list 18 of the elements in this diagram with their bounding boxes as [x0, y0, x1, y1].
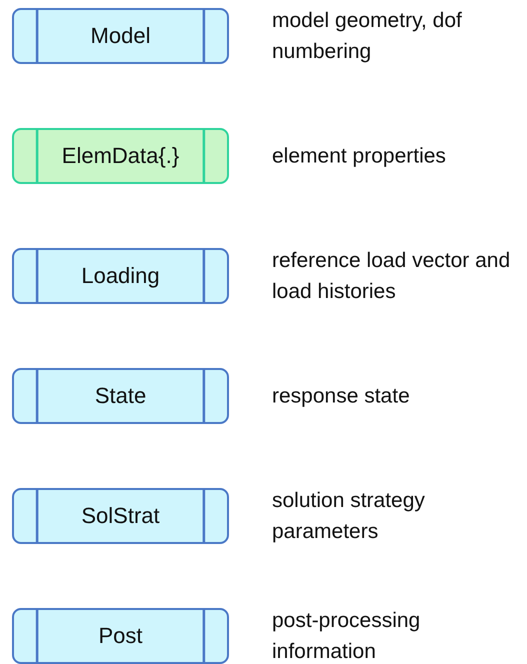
description-text: response state	[272, 384, 411, 410]
description-text: element properties	[272, 144, 447, 170]
process-box	[12, 248, 229, 304]
box-label: SolStrat	[81, 503, 160, 529]
description-text: reference load vector and load histories	[272, 248, 512, 305]
process-box	[12, 128, 229, 184]
process-box	[12, 488, 229, 544]
process-box	[12, 8, 229, 64]
process-box	[12, 368, 229, 424]
box-label: Loading	[81, 263, 160, 289]
box-label: State	[94, 383, 146, 409]
description-text: solution strategy parameters	[272, 488, 426, 545]
description-text: post-processing information	[272, 608, 422, 664]
box-label: Post	[98, 623, 143, 649]
process-box	[12, 608, 229, 664]
box-label: ElemData{.}	[62, 143, 180, 169]
description-text: model geometry, dof numbering	[272, 8, 463, 65]
box-label: Model	[90, 23, 150, 49]
